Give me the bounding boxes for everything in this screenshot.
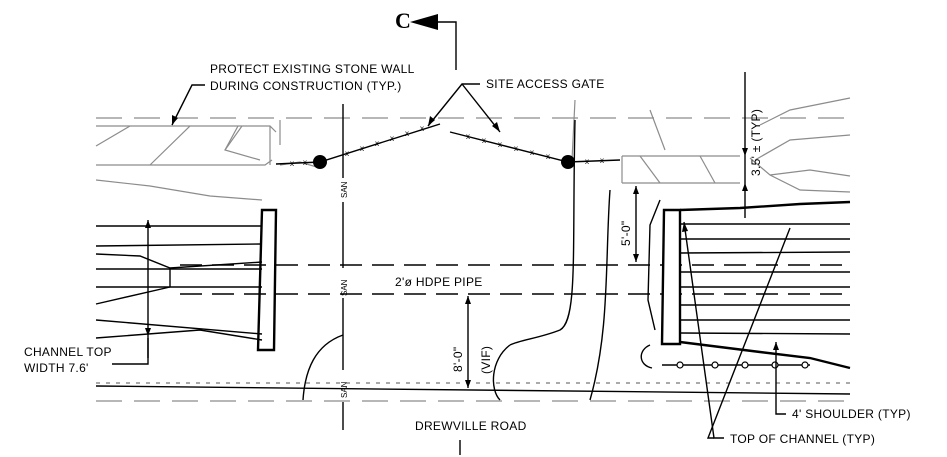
channel-top-leader <box>112 338 149 365</box>
gate-post-right <box>561 155 575 169</box>
dim-vif: (VIF) <box>479 346 493 374</box>
svg-text:x: x <box>360 144 364 153</box>
dim-5ft: 5'-0" <box>619 221 633 246</box>
san-label-2: SAN <box>340 279 349 296</box>
svg-text:x: x <box>466 132 470 141</box>
shoulder-label: 4' SHOULDER (TYP) <box>792 407 911 421</box>
drewville-road: DREWVILLE ROAD <box>95 385 851 455</box>
fence-line: x x x x x x x x x x x x x x x x <box>275 123 621 169</box>
svg-text:x: x <box>345 149 349 158</box>
top-of-channel-label: TOP OF CHANNEL (TYP) <box>730 432 875 446</box>
stone-wall-note-line2: DURING CONSTRUCTION (TYP.) <box>210 79 402 93</box>
svg-text:x: x <box>390 134 394 143</box>
svg-text:x: x <box>303 158 307 167</box>
svg-text:x: x <box>585 157 589 166</box>
section-letter: C <box>395 8 411 33</box>
left-headwall <box>256 208 278 352</box>
gate-leader-left <box>427 83 480 127</box>
san-label-3: SAN <box>340 381 349 398</box>
stone-wall-leader <box>171 84 205 126</box>
road-label: DREWVILLE ROAD <box>415 419 527 433</box>
stone-wall-note-line1: PROTECT EXISTING STONE WALL <box>210 62 415 76</box>
svg-text:x: x <box>420 124 424 133</box>
right-headwall <box>660 208 682 346</box>
channel-top-line2: WIDTH 7.6' <box>24 361 89 375</box>
svg-text:x: x <box>482 136 486 145</box>
svg-text:x: x <box>546 152 550 161</box>
annotations: PROTECT EXISTING STONE WALL DURING CONST… <box>24 62 911 446</box>
top-of-channel-leader-right <box>706 227 791 439</box>
svg-text:x: x <box>600 156 604 165</box>
pipe-label: 2'ø HDPE PIPE <box>395 275 483 289</box>
channel-top-line1: CHANNEL TOP <box>24 345 112 359</box>
san-label-1: SAN <box>340 181 349 198</box>
existing-stone-wall <box>95 97 851 201</box>
top-of-channel-leader-left <box>683 221 724 439</box>
left-channel <box>95 208 278 358</box>
svg-text:x: x <box>405 129 409 138</box>
dim-wall-height: 3.5' ± (TYP) <box>749 109 763 176</box>
gate-leader-right <box>461 83 501 133</box>
svg-text:x: x <box>530 148 534 157</box>
svg-text:x: x <box>375 139 379 148</box>
site-access-gate-label: SITE ACCESS GATE <box>486 77 605 91</box>
section-arrow-head <box>410 14 438 30</box>
sanitary-sewer-line: SAN SAN SAN <box>340 104 349 430</box>
svg-text:x: x <box>498 140 502 149</box>
hdpe-pipe: 2'ø HDPE PIPE <box>180 264 850 295</box>
section-cut-line <box>436 21 457 70</box>
svg-text:x: x <box>290 159 294 168</box>
right-channel <box>96 119 851 401</box>
dim-8ft: 8'-0" <box>451 347 465 372</box>
svg-text:x: x <box>514 144 518 153</box>
section-marker-c: C <box>395 8 457 70</box>
gate-post-left <box>313 155 327 169</box>
dimensions: 3.5' ± (TYP) 5'-0" 8'-0" (VIF) <box>451 72 786 415</box>
